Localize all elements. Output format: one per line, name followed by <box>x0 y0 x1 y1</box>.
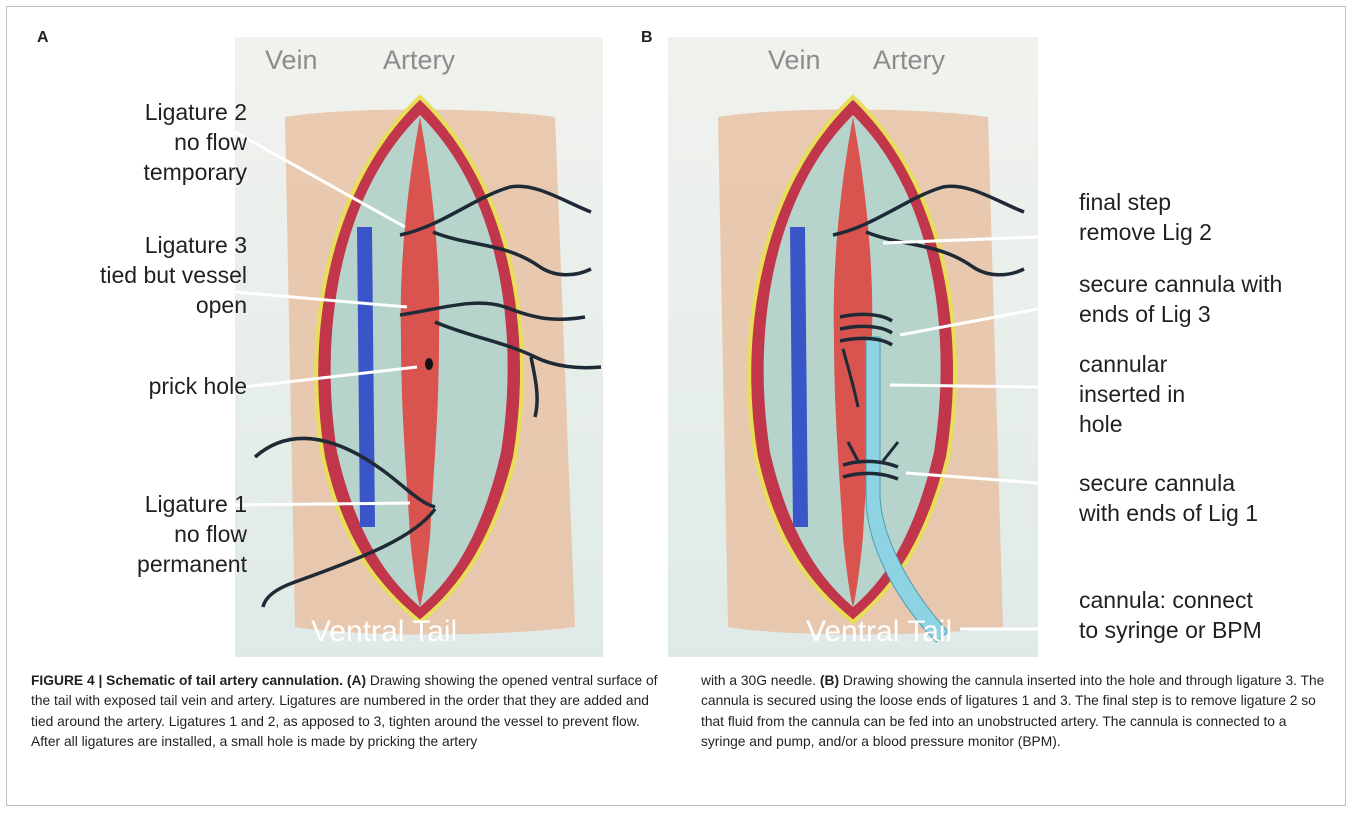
secure-lig3-line1: secure cannula with <box>1079 269 1282 299</box>
secure-lig1-line1: secure cannula <box>1079 468 1258 498</box>
caption-column-1: FIGURE 4 | Schematic of tail artery cann… <box>31 671 661 753</box>
ligature-1-line3: permanent <box>67 549 247 579</box>
panel-b-drawing: Vein Artery Ventral Tail <box>668 37 1038 657</box>
secure-lig3-line2: ends of Lig 3 <box>1079 299 1282 329</box>
panel-a-drawing: Vein Artery Ventral Tail <box>235 37 603 657</box>
vein-label: Vein <box>265 45 318 76</box>
panel-b-illustration <box>668 37 1038 657</box>
cannular-callout: cannular inserted in hole <box>1079 349 1185 439</box>
cannular-line2: inserted in <box>1079 379 1185 409</box>
secure-lig1-line2: with ends of Lig 1 <box>1079 498 1258 528</box>
caption-figure-label: FIGURE 4 | Schematic of tail artery cann… <box>31 673 343 688</box>
figure-frame: A Vein Art <box>6 6 1346 806</box>
ligature-1-line2: no flow <box>67 519 247 549</box>
cannular-line3: hole <box>1079 409 1185 439</box>
tail-vein <box>790 227 808 527</box>
caption-text-a-cont: with a 30G needle. <box>701 673 820 688</box>
ligature-3-line1: Ligature 3 <box>47 230 247 260</box>
cannular-arrow <box>890 385 1038 387</box>
caption-column-2: with a 30G needle. (B) Drawing showing t… <box>701 671 1331 753</box>
caption-paragraph-1: FIGURE 4 | Schematic of tail artery cann… <box>31 671 661 753</box>
prick-hole-callout: prick hole <box>67 371 247 401</box>
vein-label: Vein <box>768 45 821 76</box>
caption-panel-a-ref: (A) <box>347 673 366 688</box>
ligature-2-line3: temporary <box>67 157 247 187</box>
ligature-3-line3: open <box>47 290 247 320</box>
panel-a-letter: A <box>37 29 49 47</box>
tail-vein <box>357 227 375 527</box>
cannular-line1: cannular <box>1079 349 1185 379</box>
artery-label: Artery <box>383 45 455 76</box>
ligature-1-callout: Ligature 1 no flow permanent <box>67 489 247 579</box>
cannula-connect-callout: cannula: connect to syringe or BPM <box>1079 585 1262 645</box>
ligature-2-line2: no flow <box>67 127 247 157</box>
artery-label: Artery <box>873 45 945 76</box>
caption-panel-b-ref: (B) <box>820 673 839 688</box>
ventral-tail-label: Ventral Tail <box>806 615 952 649</box>
secure-lig3-callout: secure cannula with ends of Lig 3 <box>1079 269 1282 329</box>
ligature-1-line1: Ligature 1 <box>67 489 247 519</box>
final-step-callout: final step remove Lig 2 <box>1079 187 1212 247</box>
panel-a-illustration <box>235 37 603 657</box>
final-step-line2: remove Lig 2 <box>1079 217 1212 247</box>
final-step-line1: final step <box>1079 187 1212 217</box>
cannula-connect-line2: to syringe or BPM <box>1079 615 1262 645</box>
ligature-2-callout: Ligature 2 no flow temporary <box>67 97 247 187</box>
cannula-connect-line1: cannula: connect <box>1079 585 1262 615</box>
secure-lig1-callout: secure cannula with ends of Lig 1 <box>1079 468 1258 528</box>
panel-b-letter: B <box>641 29 653 47</box>
ligature-1-arrow <box>235 503 410 505</box>
ligature-3-callout: Ligature 3 tied but vessel open <box>47 230 247 320</box>
ventral-tail-label: Ventral Tail <box>311 615 457 649</box>
prick-hole-mark <box>425 358 433 370</box>
prick-hole-line1: prick hole <box>67 371 247 401</box>
caption-paragraph-2: with a 30G needle. (B) Drawing showing t… <box>701 671 1331 753</box>
ligature-3-line2: tied but vessel <box>47 260 247 290</box>
ligature-2-line1: Ligature 2 <box>67 97 247 127</box>
